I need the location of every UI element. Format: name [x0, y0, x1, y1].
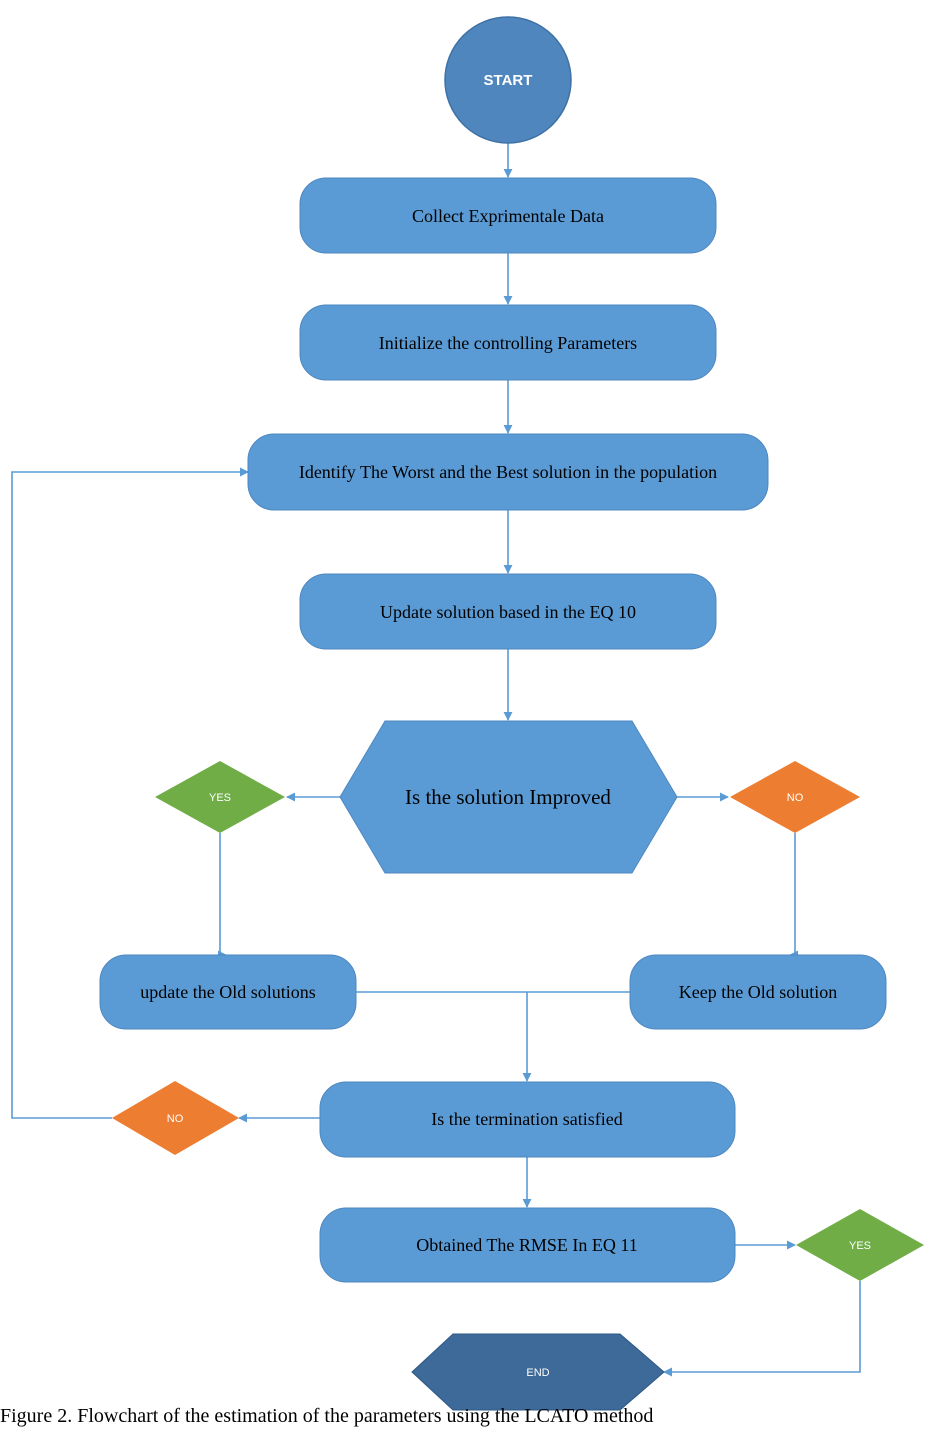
collect-data-node: Collect Exprimentale Data	[299, 177, 717, 254]
no-label-1: NO	[787, 792, 804, 804]
collect-data-label: Collect Exprimentale Data	[412, 206, 604, 226]
no-label-2: NO	[167, 1113, 184, 1125]
rmse-label: Obtained The RMSE In EQ 11	[416, 1235, 637, 1255]
yes-label-2: YES	[849, 1240, 871, 1252]
keep-old-solution-node: Keep the Old solution	[629, 954, 887, 1030]
end-node: END	[411, 1333, 665, 1411]
identify-solution-node: Identify The Worst and the Best solution…	[247, 433, 769, 511]
solution-improved-label: Is the solution Improved	[405, 785, 611, 809]
update-old-solutions-label: update the Old solutions	[140, 982, 315, 1002]
initialize-params-label: Initialize the controlling Parameters	[379, 333, 637, 353]
figure-caption: Figure 2. Flowchart of the estimation of…	[0, 1405, 654, 1427]
connector-yes-end	[663, 1281, 861, 1377]
no-diamond-2: NO	[112, 1081, 239, 1155]
start-label: START	[484, 72, 533, 89]
update-solution-node: Update solution based in the EQ 10	[299, 573, 717, 650]
identify-solution-label: Identify The Worst and the Best solution…	[299, 462, 717, 482]
connector-no-loop-identify	[11, 467, 249, 1119]
start-node: START	[444, 16, 572, 144]
end-label: END	[526, 1367, 549, 1379]
connector-no-keepold	[789, 833, 799, 960]
keep-old-solution-label: Keep the Old solution	[679, 982, 837, 1002]
update-solution-label: Update solution based in the EQ 10	[380, 602, 636, 622]
termination-label: Is the termination satisfied	[431, 1109, 622, 1129]
rmse-node: Obtained The RMSE In EQ 11	[319, 1207, 736, 1283]
solution-improved-decision: Is the solution Improved	[339, 720, 678, 874]
connectors	[11, 143, 861, 1377]
no-diamond-1: NO	[730, 761, 860, 833]
connector-yes-updateold	[217, 833, 227, 960]
yes-diamond-2: YES	[796, 1209, 924, 1281]
initialize-params-node: Initialize the controlling Parameters	[299, 304, 717, 381]
termination-node: Is the termination satisfied	[319, 1081, 736, 1158]
yes-diamond-1: YES	[155, 761, 285, 833]
update-old-solutions-node: update the Old solutions	[99, 954, 357, 1030]
yes-label-1: YES	[209, 792, 231, 804]
